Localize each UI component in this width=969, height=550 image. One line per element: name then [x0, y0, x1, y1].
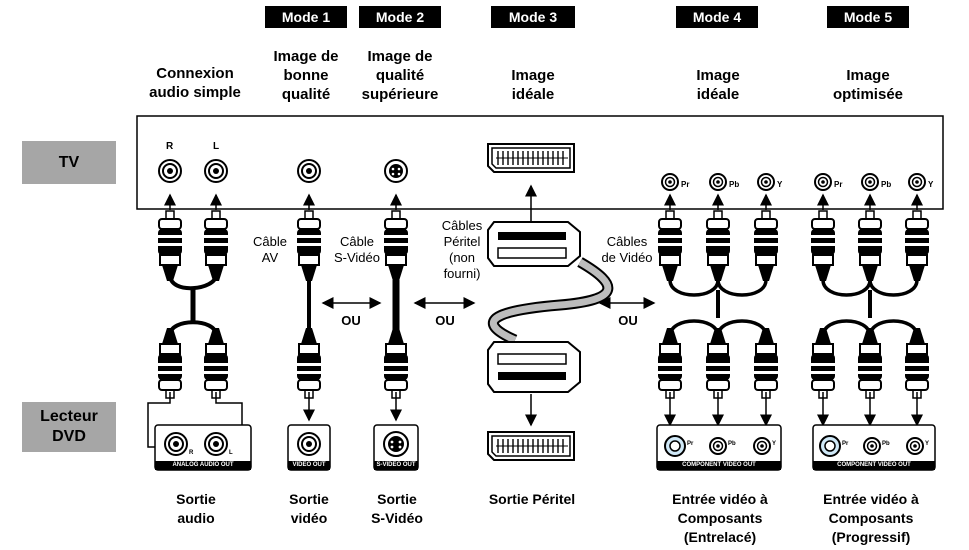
tv-jack-pb-label-m5: Pb [881, 180, 892, 189]
dvd-player-label: Lecteur DVD [22, 402, 116, 452]
footer-component-interlaced: Entrée vidéo à Composants (Entrelacé) [672, 491, 768, 545]
dvd-scart-socket [487, 431, 575, 461]
svideo-cable [383, 210, 409, 422]
dvd-jack-pr-label-m5: Pr [842, 441, 849, 447]
mode-5-tag: Mode 5 [827, 6, 909, 28]
component-out-label-progressive: COMPONENT VIDEO OUT [837, 462, 911, 468]
tv-jack-pb-label-m4: Pb [729, 180, 740, 189]
footer-audio-out: Sortie audio [176, 491, 216, 526]
scart-cable [487, 221, 614, 427]
component-out-panel-interlaced [656, 424, 782, 471]
dvd-jack-l-label: L [229, 450, 233, 456]
svideo-cable-label: Câble S-Vidéo [333, 234, 380, 265]
peritel-cable-label: Câbles Péritel (non fourni) [441, 218, 483, 281]
mode-4-tag: Mode 4 [676, 6, 758, 28]
dvd-jack-pb-label-m5: Pb [882, 441, 890, 447]
tv-jack-y-label-m5: Y [928, 180, 934, 189]
tv-component-pr-jack-m5 [814, 173, 832, 191]
footer-component-progressive: Entrée vidéo à Composants (Progressif) [823, 491, 919, 545]
dvd-jack-pb-label-m4: Pb [728, 441, 736, 447]
header-mode-1: Image de bonne qualité [273, 48, 339, 103]
tv-svideo-jack [384, 159, 408, 183]
svideo-out-label: S-VIDEO OUT [376, 462, 416, 468]
av-cable [296, 210, 322, 422]
component-cable-interlaced [657, 210, 779, 427]
footer-svideo-out: Sortie S-Vidéo [371, 491, 423, 526]
dvd-jack-pr-label-m4: Pr [687, 441, 694, 447]
tv-audio-l-jack [204, 159, 228, 183]
video-out-label: VIDEO OUT [292, 462, 326, 468]
tv-component-pb-jack-m5 [861, 173, 879, 191]
header-audio: Connexion audio simple [149, 65, 241, 101]
ou-label-2: OU [435, 313, 455, 328]
tv-label: TV [22, 141, 116, 184]
footer-video-out: Sortie vidéo [289, 491, 329, 526]
header-mode-2: Image de qualité supérieure [361, 48, 439, 103]
tv-audio-r-jack [158, 159, 182, 183]
tv-component-y-jack-m4 [757, 173, 775, 191]
ou-label-3: OU [618, 313, 638, 328]
video-out-panel [287, 424, 331, 471]
mode-1-tag: Mode 1 [265, 6, 347, 28]
header-mode-3: Image idéale [511, 67, 555, 103]
tv-jack-y-label-m4: Y [777, 180, 783, 189]
tv-jack-pr-label-m5: Pr [834, 180, 843, 189]
svideo-out-panel [373, 424, 419, 471]
dvd-jack-y-label-m4: Y [772, 441, 777, 447]
tv-component-pr-jack-m4 [661, 173, 679, 191]
dvd-jack-r-label: R [189, 450, 194, 456]
av-cable-label: Câble AV [253, 234, 287, 265]
tv-jack-r-label: R [166, 141, 174, 152]
tv-component-pb-jack-m4 [709, 173, 727, 191]
component-out-label-interlaced: COMPONENT VIDEO OUT [682, 462, 756, 468]
footer-peritel-out: Sortie Péritel [488, 491, 576, 507]
header-mode-5: Image optimisée [832, 67, 904, 103]
ou-label-1: OU [341, 313, 361, 328]
audio-cable [147, 210, 243, 448]
mode-2-tag: Mode 2 [359, 6, 441, 28]
analog-audio-out-label: ANALOG AUDIO OUT [172, 462, 234, 468]
mode-3-tag: Mode 3 [491, 6, 575, 28]
tv-jack-l-label: L [213, 141, 220, 152]
header-mode-4: Image idéale [696, 67, 740, 103]
tv-video-jack [297, 159, 321, 183]
dvd-jack-y-label-m5: Y [925, 441, 930, 447]
analog-audio-out-panel [154, 424, 252, 471]
component-cable-progressive [810, 210, 930, 427]
tv-scart-socket [487, 143, 575, 173]
component-out-panel-progressive [812, 424, 936, 471]
video-cables-label: Câbles de Vidéo [601, 234, 653, 265]
tv-jack-pr-label-m4: Pr [681, 180, 690, 189]
tv-component-y-jack-m5 [908, 173, 926, 191]
